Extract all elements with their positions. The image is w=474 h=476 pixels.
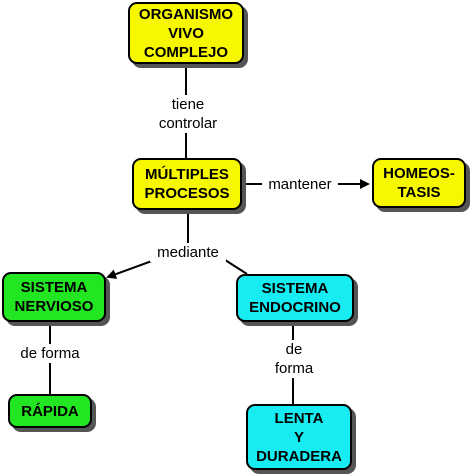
link-label-mediante: mediante (150, 243, 226, 262)
node-multiples-procesos: MÚLTIPLES PROCESOS (132, 158, 242, 210)
node-lenta-y-duradera: LENTA Y DURADERA (246, 404, 352, 470)
link-label-de-forma-right: de forma (270, 340, 318, 378)
connector-mediante-endocrino (221, 257, 248, 275)
node-label: SISTEMA ENDOCRINO (249, 280, 341, 316)
node-label: RÁPIDA (21, 402, 79, 420)
link-label-tiene-controlar: tiene controlar (150, 95, 226, 133)
link-label-mantener: mantener (262, 175, 338, 194)
node-label: ORGANISMO VIVO COMPLEJO (138, 5, 234, 61)
node-label: MÚLTIPLES PROCESOS (144, 166, 230, 202)
node-rapida: RÁPIDA (8, 394, 92, 428)
node-organismo-vivo-complejo: ORGANISMO VIVO COMPLEJO (128, 2, 244, 64)
node-label: SISTEMA NERVIOSO (14, 279, 94, 315)
node-homeostasis: HOMEOS- TASIS (372, 158, 466, 208)
node-sistema-endocrino: SISTEMA ENDOCRINO (236, 274, 354, 322)
node-label: LENTA Y DURADERA (256, 409, 342, 465)
node-label: HOMEOS- TASIS (383, 165, 455, 201)
node-sistema-nervioso: SISTEMA NERVIOSO (2, 272, 106, 322)
link-label-de-forma-left: de forma (12, 344, 88, 363)
